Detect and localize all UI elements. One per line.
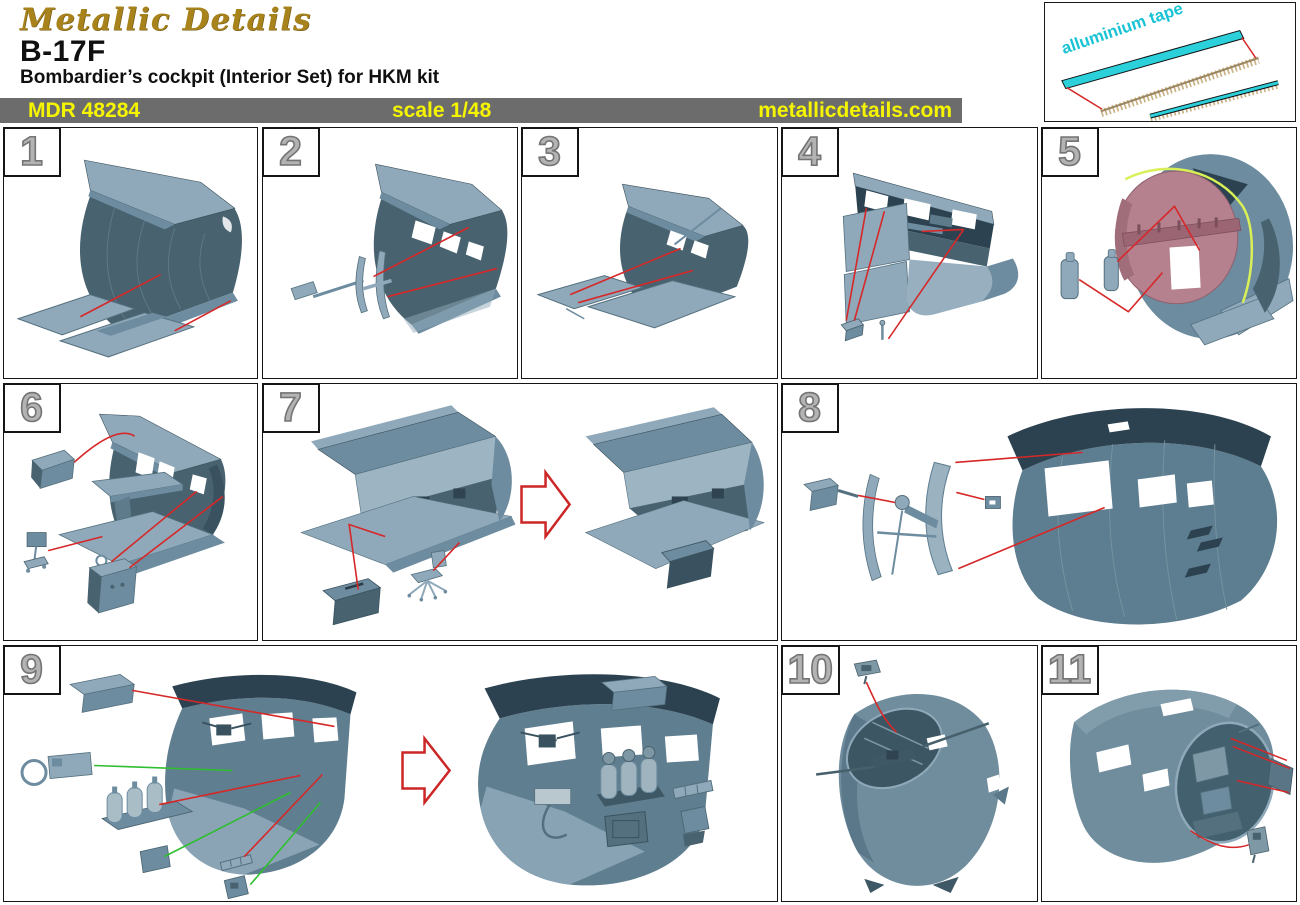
- step-6-illustration: [23, 413, 226, 614]
- step-panel-9: 9: [2, 644, 778, 902]
- stowage-box: [31, 449, 76, 489]
- assembly-lines-red: [132, 689, 335, 858]
- step-panel-1: 1: [2, 126, 258, 379]
- access-plate-part: [139, 845, 171, 874]
- yoke-assembly: [290, 249, 392, 320]
- step-11-illustration: [1069, 689, 1294, 864]
- swivel-chair: [407, 550, 448, 602]
- tape-note-box: alluminium tape: [1044, 2, 1296, 122]
- ring-handle-part: [20, 752, 93, 787]
- info-bar: MDR 48284 scale 1/48 metallicdetails.com: [0, 98, 962, 123]
- cockpit-shell: [58, 413, 226, 575]
- stowage-box: [322, 578, 382, 626]
- assembly-arrow-icon: [520, 468, 572, 541]
- step-panel-3: 3: [520, 126, 778, 379]
- assembly-curve: [73, 432, 135, 463]
- exploded-fuselage-side: [165, 674, 357, 875]
- website-link[interactable]: metallicdetails.com: [758, 99, 952, 122]
- cockpit-shell: [373, 163, 508, 334]
- assembly-lines: [373, 226, 498, 298]
- gun-part: [803, 477, 859, 512]
- step-number: 10: [780, 644, 841, 695]
- assembled-fuselage-side: [478, 674, 720, 886]
- step-panel-2: 2: [261, 126, 518, 379]
- step-9-illustration: [20, 673, 720, 900]
- bracket-part: [223, 875, 249, 900]
- step-number: 7: [261, 382, 320, 433]
- nose-shell: [1007, 408, 1278, 625]
- cockpit-shell: [586, 183, 749, 329]
- assembly-lines: [845, 208, 965, 340]
- step-panel-6: 6: [2, 382, 258, 641]
- tape-diagram: alluminium tape: [1059, 3, 1280, 121]
- tape-strip: [1061, 29, 1245, 90]
- step-4-illustration: [840, 172, 1019, 342]
- step-number: 9: [2, 644, 61, 695]
- assembly-lines: [1078, 205, 1201, 313]
- assembly-curve: [865, 681, 898, 733]
- step-7-illustration: [300, 405, 765, 626]
- exploded-view: [300, 405, 516, 573]
- assembly-lines: [79, 273, 232, 332]
- small-part: [1246, 826, 1270, 864]
- assembly-lines-green: [94, 764, 322, 886]
- assembly-lines: [569, 247, 693, 304]
- oxygen-bottle-rack: [101, 776, 194, 831]
- step-panel-5: 5: [1040, 126, 1297, 379]
- step-panel-10: 10: [780, 644, 1038, 902]
- assembly-lines: [857, 451, 1105, 570]
- assembly-lines: [47, 490, 224, 569]
- step-number: 11: [1040, 644, 1099, 695]
- nose-cone-rear-view: [1069, 689, 1275, 863]
- cylinder-parts: [1060, 249, 1119, 300]
- step-5-illustration: [1060, 154, 1294, 346]
- roof-bulkhead-assembly: [842, 172, 1019, 326]
- step-10-illustration: [815, 659, 1009, 893]
- clamp-part: [984, 496, 1001, 509]
- instrument-box: [87, 554, 138, 614]
- assembly-lines: [348, 523, 460, 590]
- step-2-illustration: [290, 163, 508, 334]
- step-1-illustration: [16, 159, 242, 358]
- step-panel-7: 7: [261, 382, 778, 641]
- step-number: 1: [2, 126, 61, 177]
- cylinder-part: [219, 853, 253, 872]
- step-number: 8: [780, 382, 839, 433]
- small-parts: [840, 318, 886, 342]
- assembly-lines: [1190, 737, 1291, 849]
- step-8-illustration: [803, 408, 1278, 625]
- step-panel-11: 11: [1040, 644, 1297, 902]
- step-number: 2: [261, 126, 320, 177]
- stowage-box-part: [69, 673, 136, 713]
- floor-panel: [536, 275, 645, 320]
- brand-logo: Metallic Details: [20, 2, 312, 38]
- comb-with-tape-strip: [1149, 80, 1280, 121]
- page-subtitle: Bombardier’s cockpit (Interior Set) for …: [20, 67, 440, 88]
- nose-cone: [838, 693, 1009, 893]
- tape-label: alluminium tape: [1059, 3, 1185, 58]
- tape-pointer-lines: [1066, 37, 1258, 110]
- step-number: 4: [780, 126, 839, 177]
- page-title: B-17F: [20, 35, 106, 68]
- step-3-illustration: [536, 183, 749, 329]
- bombsight-mount: [862, 473, 939, 582]
- small-part: [853, 659, 881, 685]
- etched-comb-strip: [1099, 56, 1260, 117]
- step-number: 6: [2, 382, 61, 433]
- step-number: 5: [1040, 126, 1099, 177]
- step-panel-8: 8: [780, 382, 1297, 641]
- assembled-view: [584, 407, 765, 589]
- pink-bulkhead: [1114, 167, 1254, 305]
- step-number: 3: [520, 126, 579, 177]
- windscreen-panel: [925, 461, 954, 576]
- machine-gun: [815, 722, 990, 776]
- product-code: MDR 48284: [28, 99, 141, 122]
- scale-label: scale 1/48: [392, 99, 492, 122]
- instrument-on-stand: [23, 532, 49, 573]
- step-panel-4: 4: [780, 126, 1038, 379]
- floor-panels: [16, 294, 196, 358]
- assembly-arrow-icon: [401, 734, 452, 807]
